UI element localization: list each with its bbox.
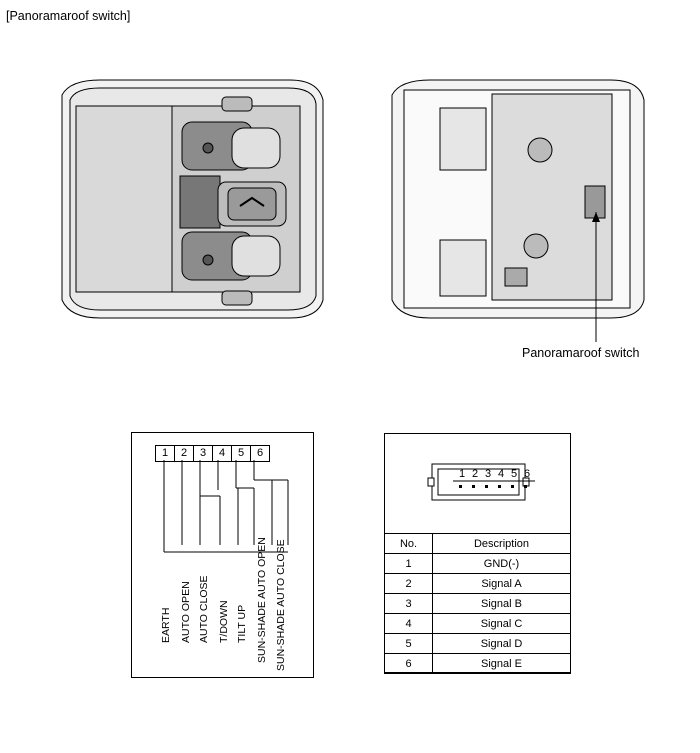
cell-no: 3 xyxy=(384,593,433,614)
page-title: [Panoramaroof switch] xyxy=(6,9,131,23)
table-header-row: No. Description xyxy=(384,533,571,554)
schematic-label: TILT UP xyxy=(236,604,248,643)
schematic-pin: 2 xyxy=(174,445,194,462)
cell-no: 1 xyxy=(384,553,433,574)
cell-no: 4 xyxy=(384,613,433,634)
column-header-no: No. xyxy=(384,533,433,554)
connector-pin: 2 xyxy=(471,468,479,480)
cell-description: GND(-) xyxy=(432,553,571,574)
connector-pin-numbers: 1 2 3 4 5 6 xyxy=(458,468,531,480)
schematic-label: EARTH xyxy=(160,607,172,643)
schematic-pin: 5 xyxy=(231,445,251,462)
cell-description: Signal A xyxy=(432,573,571,594)
callout-label: Panoramaroof switch xyxy=(522,346,640,360)
connector-pin: 6 xyxy=(523,468,531,480)
connector-plug xyxy=(427,463,535,501)
schematic-pin: 6 xyxy=(250,445,270,462)
table-row: 4 Signal C xyxy=(384,613,571,634)
column-header-description: Description xyxy=(432,533,571,554)
schematic-wiring xyxy=(163,460,289,553)
schematic-label: T/DOWN xyxy=(218,600,230,643)
schematic-pin: 3 xyxy=(193,445,213,462)
connector-pin: 5 xyxy=(510,468,518,480)
schematic-label: SUN-SHADE AUTO CLOSE xyxy=(275,539,287,671)
pin-description-table: No. Description 1 GND(-) 2 Signal A 3 Si… xyxy=(384,533,571,674)
table-row: 5 Signal D xyxy=(384,633,571,654)
cell-description: Signal D xyxy=(432,633,571,654)
cell-description: Signal C xyxy=(432,613,571,634)
table-row: 6 Signal E xyxy=(384,653,571,674)
cell-no: 2 xyxy=(384,573,433,594)
table-row: 3 Signal B xyxy=(384,593,571,614)
switch-schematic: 1 2 3 4 5 6 EARTH AUTO OPEN AUTO CLOSE T… xyxy=(131,432,314,678)
schematic-pin: 4 xyxy=(212,445,232,462)
connector-diagram: 1 2 3 4 5 6 No. Description 1 GND(-) 2 S… xyxy=(384,433,571,674)
schematic-pin-row: 1 2 3 4 5 6 xyxy=(155,445,270,462)
schematic-label: SUN-SHADE AUTO OPEN xyxy=(256,537,268,663)
console-front-view xyxy=(61,79,324,319)
cell-description: Signal B xyxy=(432,593,571,614)
schematic-label: AUTO OPEN xyxy=(180,581,192,643)
table-row: 2 Signal A xyxy=(384,573,571,594)
table-row: 1 GND(-) xyxy=(384,553,571,574)
connector-pin: 1 xyxy=(458,468,466,480)
connector-pin: 4 xyxy=(497,468,505,480)
schematic-label: AUTO CLOSE xyxy=(198,575,210,644)
cell-description: Signal E xyxy=(432,653,571,674)
schematic-pin: 1 xyxy=(155,445,175,462)
console-rear-view xyxy=(391,79,645,319)
cell-no: 5 xyxy=(384,633,433,654)
connector-pin: 3 xyxy=(484,468,492,480)
cell-no: 6 xyxy=(384,653,433,674)
